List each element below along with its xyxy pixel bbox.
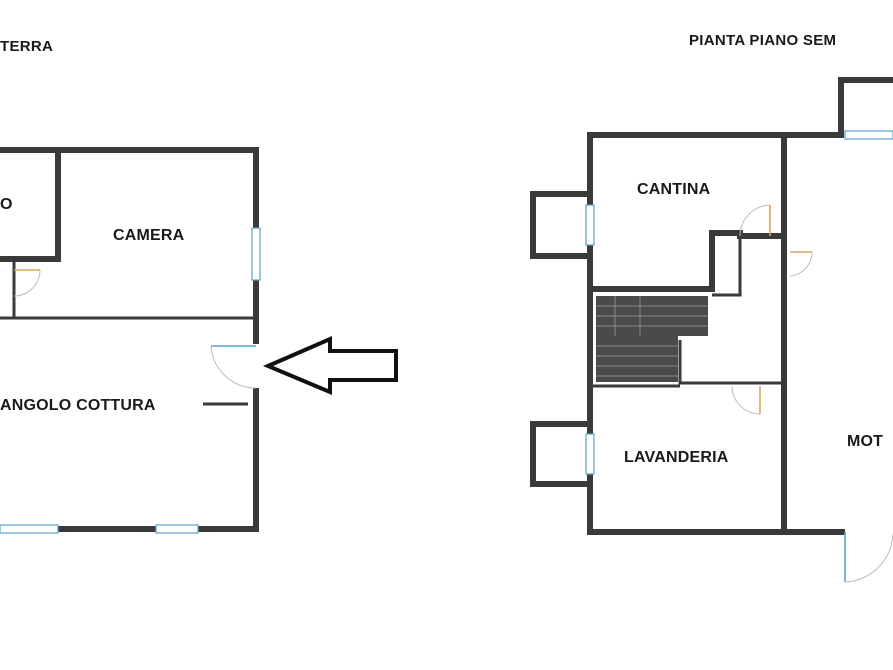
- arrow-left-outline-icon: [262, 335, 398, 396]
- cantina-door-swing: [739, 204, 771, 237]
- small-room-door-swing: [13, 269, 41, 297]
- moto-window-top: [844, 130, 893, 140]
- room-label-camera: CAMERA: [113, 227, 185, 244]
- kitchen-window-bottom-left: [0, 524, 59, 534]
- room-label-cantina: CANTINA: [637, 181, 711, 198]
- room-label-lavanderia: LAVANDERIA: [624, 449, 729, 466]
- left-plan-title: TERRA: [0, 38, 53, 55]
- kitchen-window-bottom-right: [155, 524, 199, 534]
- lavanderia-bumpout: [530, 421, 593, 487]
- lavanderia-window: [585, 433, 595, 475]
- right-plan-title: PIANTA PIANO SEM: [689, 32, 836, 49]
- entrance-door-opening: [253, 344, 259, 388]
- cantina-bumpout: [530, 191, 593, 259]
- right-floor-plan: CANTINA LAVANDERIA MOT: [530, 77, 893, 583]
- moto-entrance-opening: [845, 529, 893, 536]
- entrance-door-swing: [210, 345, 257, 389]
- room-label-moto: MOT: [847, 433, 883, 450]
- left-floor-plan: O CAMERA ANGOLO COTTURA: [0, 147, 261, 534]
- right-outer-wall: [587, 77, 893, 535]
- moto-entrance-door-swing: [844, 533, 893, 583]
- room-label-small: O: [0, 196, 13, 213]
- stairs: [596, 296, 708, 382]
- cantina-bottom-wall: [587, 230, 783, 292]
- lavanderia-top-wall: [678, 340, 784, 385]
- room-label-angolo-cottura: ANGOLO COTTURA: [0, 397, 156, 414]
- moto-side-door-swing: [789, 251, 813, 277]
- camera-window: [251, 227, 261, 281]
- lavanderia-door-swing: [731, 385, 761, 415]
- stair-right-wall: [712, 236, 742, 297]
- left-outer-wall: [0, 147, 259, 532]
- cantina-window: [585, 204, 595, 246]
